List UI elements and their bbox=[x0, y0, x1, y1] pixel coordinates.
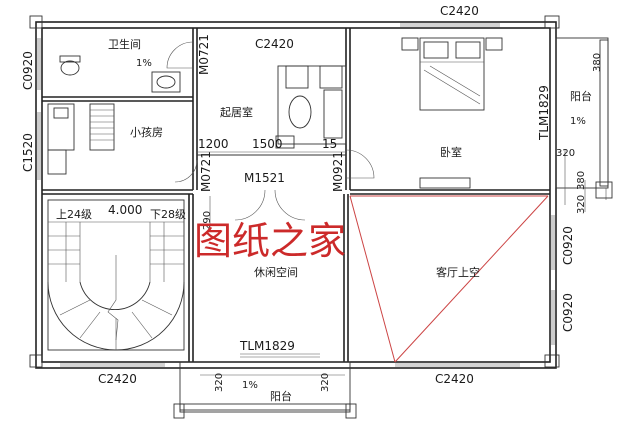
doors bbox=[166, 41, 375, 221]
label-c2420-bottom-left: C2420 bbox=[98, 372, 137, 386]
bottom-balcony bbox=[173, 361, 357, 419]
label-320-a: 320 bbox=[556, 148, 575, 159]
staircase bbox=[47, 199, 185, 351]
label-c0920-right-b: C0920 bbox=[561, 293, 575, 332]
label-1500: 1500 bbox=[252, 137, 283, 151]
label-320-d: 320 bbox=[320, 373, 331, 392]
label-380-b: 380 bbox=[576, 171, 587, 190]
windows bbox=[37, 23, 555, 367]
room-study: 小孩房 bbox=[130, 126, 163, 139]
label-slope-bathroom: 1% bbox=[136, 58, 152, 69]
label-tlm1829-bottom: TLM1829 bbox=[239, 339, 295, 353]
void-lines bbox=[349, 195, 549, 363]
label-up-24: 上24级 bbox=[56, 208, 92, 221]
label-c2420-living: C2420 bbox=[255, 37, 294, 51]
label-c0920-left: C0920 bbox=[21, 51, 35, 90]
label-slope-balcony-right: 1% bbox=[570, 116, 586, 127]
label-m1521: M1521 bbox=[244, 171, 285, 185]
room-leisure: 休闲空间 bbox=[254, 265, 298, 279]
label-c1520: C1520 bbox=[21, 133, 35, 172]
label-tlm1829-right: TLM1829 bbox=[537, 85, 551, 141]
label-1200: 1200 bbox=[198, 137, 229, 151]
label-15: 15 bbox=[322, 137, 337, 151]
label-320-c: 320 bbox=[214, 373, 225, 392]
label-m0721-a: M0721 bbox=[197, 34, 211, 75]
right-balcony bbox=[555, 37, 613, 200]
room-bedroom: 卧室 bbox=[440, 145, 462, 159]
room-balcony-bottom: 阳台 bbox=[270, 389, 292, 403]
study-furniture bbox=[47, 103, 115, 175]
label-290: 290 bbox=[202, 211, 213, 230]
label-320-b: 320 bbox=[576, 195, 587, 214]
watermark: 图纸之家 bbox=[194, 219, 346, 263]
room-living: 起居室 bbox=[220, 105, 253, 119]
label-c0920-right-a: C0920 bbox=[561, 226, 575, 265]
label-down-28: 下28级 bbox=[150, 208, 186, 221]
living-sofa-set bbox=[275, 65, 347, 149]
label-slope-balcony-bottom: 1% bbox=[242, 380, 258, 391]
label-m0921: M0921 bbox=[331, 151, 345, 192]
label-380-a: 380 bbox=[592, 53, 603, 72]
label-c2420-bottom-right: C2420 bbox=[435, 372, 474, 386]
label-c2420-top: C2420 bbox=[440, 4, 479, 18]
bedroom-furniture bbox=[401, 37, 503, 189]
room-hall-void: 客厅上空 bbox=[436, 265, 480, 279]
label-m0721-b: M0721 bbox=[199, 151, 213, 192]
room-balcony-right: 阳台 bbox=[570, 89, 592, 103]
dimension-lines bbox=[197, 150, 586, 376]
bathroom-fixtures bbox=[59, 55, 181, 93]
room-bathroom: 卫生间 bbox=[108, 37, 141, 51]
label-elevation: 4.000 bbox=[108, 203, 142, 217]
